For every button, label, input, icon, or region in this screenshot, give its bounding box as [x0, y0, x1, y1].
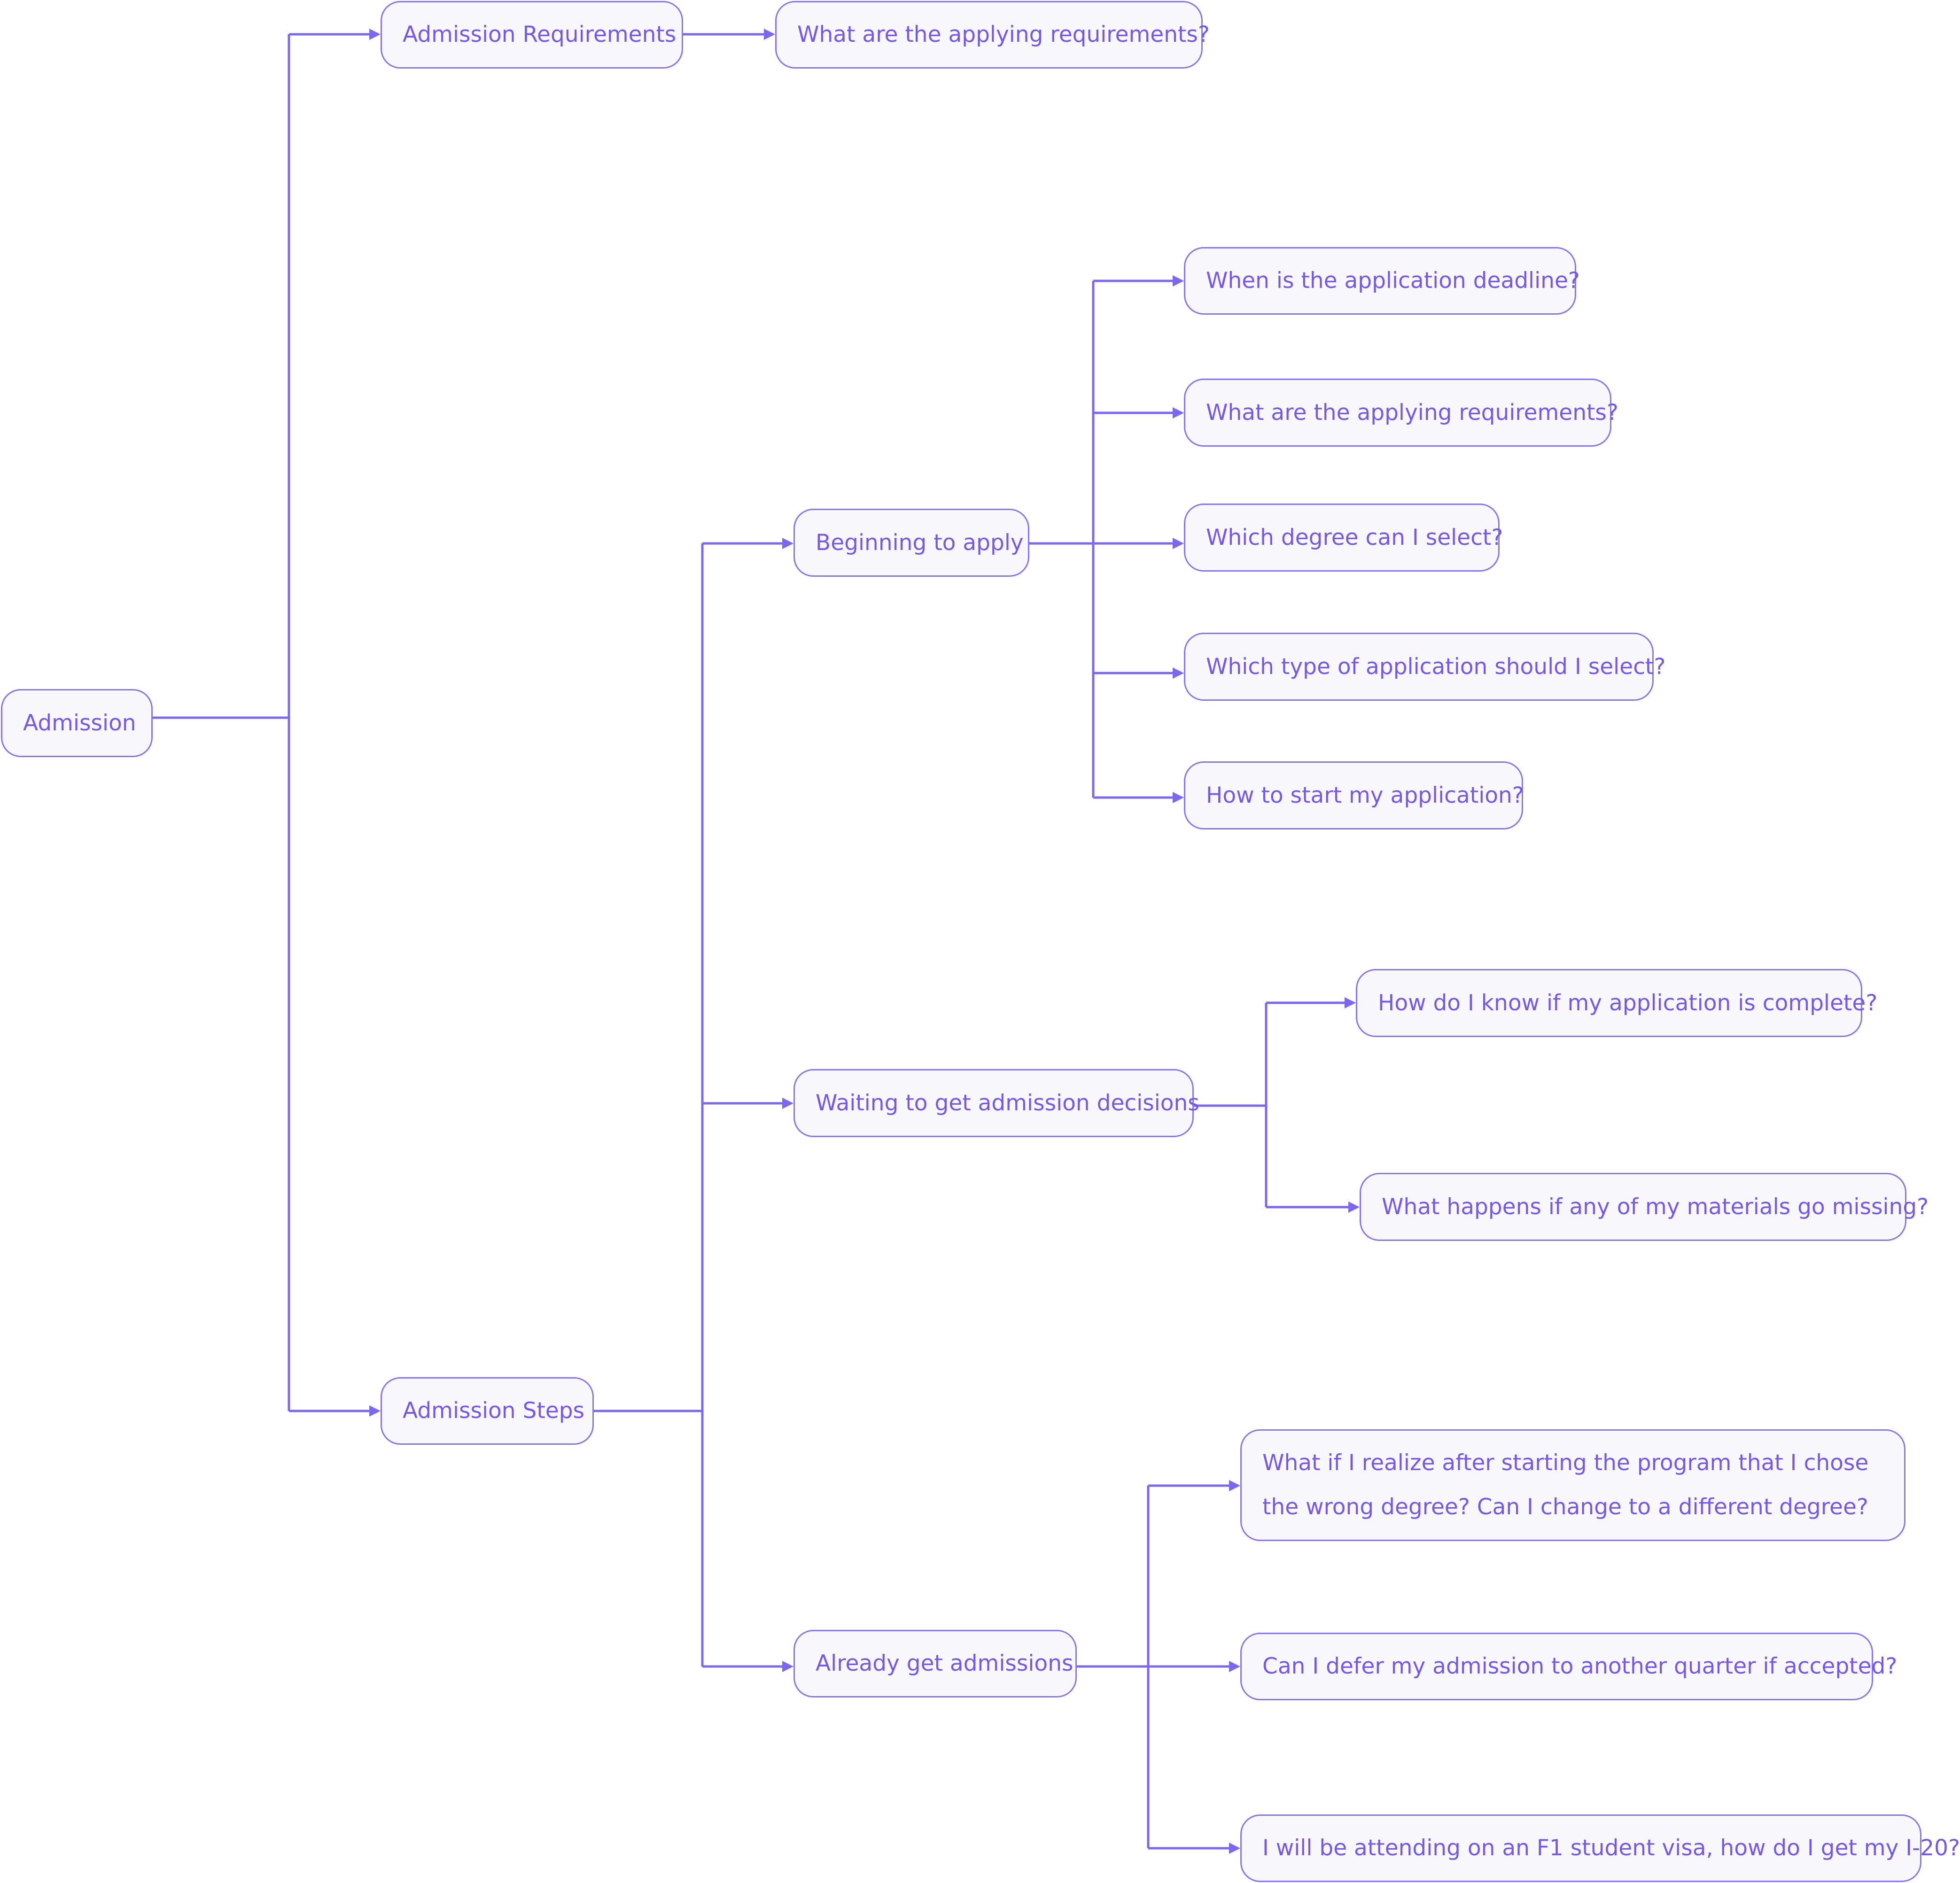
- arrowhead: [1229, 1661, 1240, 1672]
- node-label: What if I realize after starting the pro…: [1262, 1450, 1869, 1520]
- node-waiting-decisions: Waiting to get admission decisions: [793, 1069, 1199, 1137]
- node-label: Admission Requirements: [403, 22, 677, 47]
- arrowhead: [1173, 792, 1184, 803]
- node-label: What are the applying requirements?: [1206, 399, 1618, 426]
- node-label: Which degree can I select?: [1206, 524, 1503, 550]
- arrowhead: [369, 29, 381, 40]
- arrowhead: [782, 1661, 793, 1672]
- node-admit-q2: Can I defer my admission to another quar…: [1240, 1633, 1897, 1700]
- node-begin-q1: When is the application deadline?: [1184, 247, 1580, 315]
- node-label: Admission Steps: [403, 1398, 585, 1424]
- node-admit-q1: What if I realize after starting the pro…: [1240, 1429, 1906, 1541]
- node-req-question: What are the applying requirements?: [775, 1, 1210, 69]
- node-label: Beginning to apply: [816, 529, 1024, 556]
- node-label: How to start my application?: [1206, 782, 1524, 808]
- node-already-admitted: Already get admissions: [793, 1630, 1077, 1697]
- node-admit-q3: I will be attending on an F1 student vis…: [1240, 1814, 1960, 1882]
- node-admission-steps: Admission Steps: [381, 1377, 594, 1445]
- arrowhead: [1173, 667, 1184, 679]
- node-label: How do I know if my application is compl…: [1378, 990, 1878, 1016]
- arrowhead: [1348, 1201, 1360, 1213]
- arrowhead: [1229, 1843, 1240, 1854]
- node-label: Already get admissions: [816, 1651, 1073, 1676]
- node-admission-requirements: Admission Requirements: [381, 1, 683, 69]
- node-wait-q2: What happens if any of my materials go m…: [1360, 1173, 1929, 1241]
- node-label: Can I defer my admission to another quar…: [1262, 1653, 1898, 1679]
- node-begin-q5: How to start my application?: [1184, 761, 1524, 829]
- arrowhead: [764, 29, 775, 40]
- node-label: Waiting to get admission decisions: [816, 1090, 1199, 1116]
- arrowhead: [782, 538, 793, 549]
- arrowhead: [1229, 1480, 1240, 1491]
- arrowhead: [1173, 275, 1184, 287]
- node-label: What happens if any of my materials go m…: [1382, 1193, 1929, 1220]
- arrowhead: [782, 1098, 793, 1109]
- arrowhead: [369, 1405, 381, 1417]
- arrowhead: [1173, 407, 1184, 418]
- node-wait-q1: How do I know if my application is compl…: [1356, 969, 1877, 1037]
- node-admission: Admission: [1, 689, 153, 757]
- node-label: I will be attending on an F1 student vis…: [1262, 1835, 1960, 1861]
- node-label: When is the application deadline?: [1206, 268, 1580, 294]
- node-begin-q3: Which degree can I select?: [1184, 504, 1503, 572]
- arrowhead: [1173, 538, 1184, 549]
- node-begin-q4: Which type of application should I selec…: [1184, 633, 1665, 701]
- node-label: Which type of application should I selec…: [1206, 653, 1666, 680]
- node-label: Admission: [23, 710, 136, 736]
- node-begin-q2: What are the applying requirements?: [1184, 379, 1618, 447]
- arrowhead: [1345, 997, 1356, 1008]
- node-label: What are the applying requirements?: [797, 22, 1210, 47]
- node-beginning-to-apply: Beginning to apply: [793, 509, 1029, 577]
